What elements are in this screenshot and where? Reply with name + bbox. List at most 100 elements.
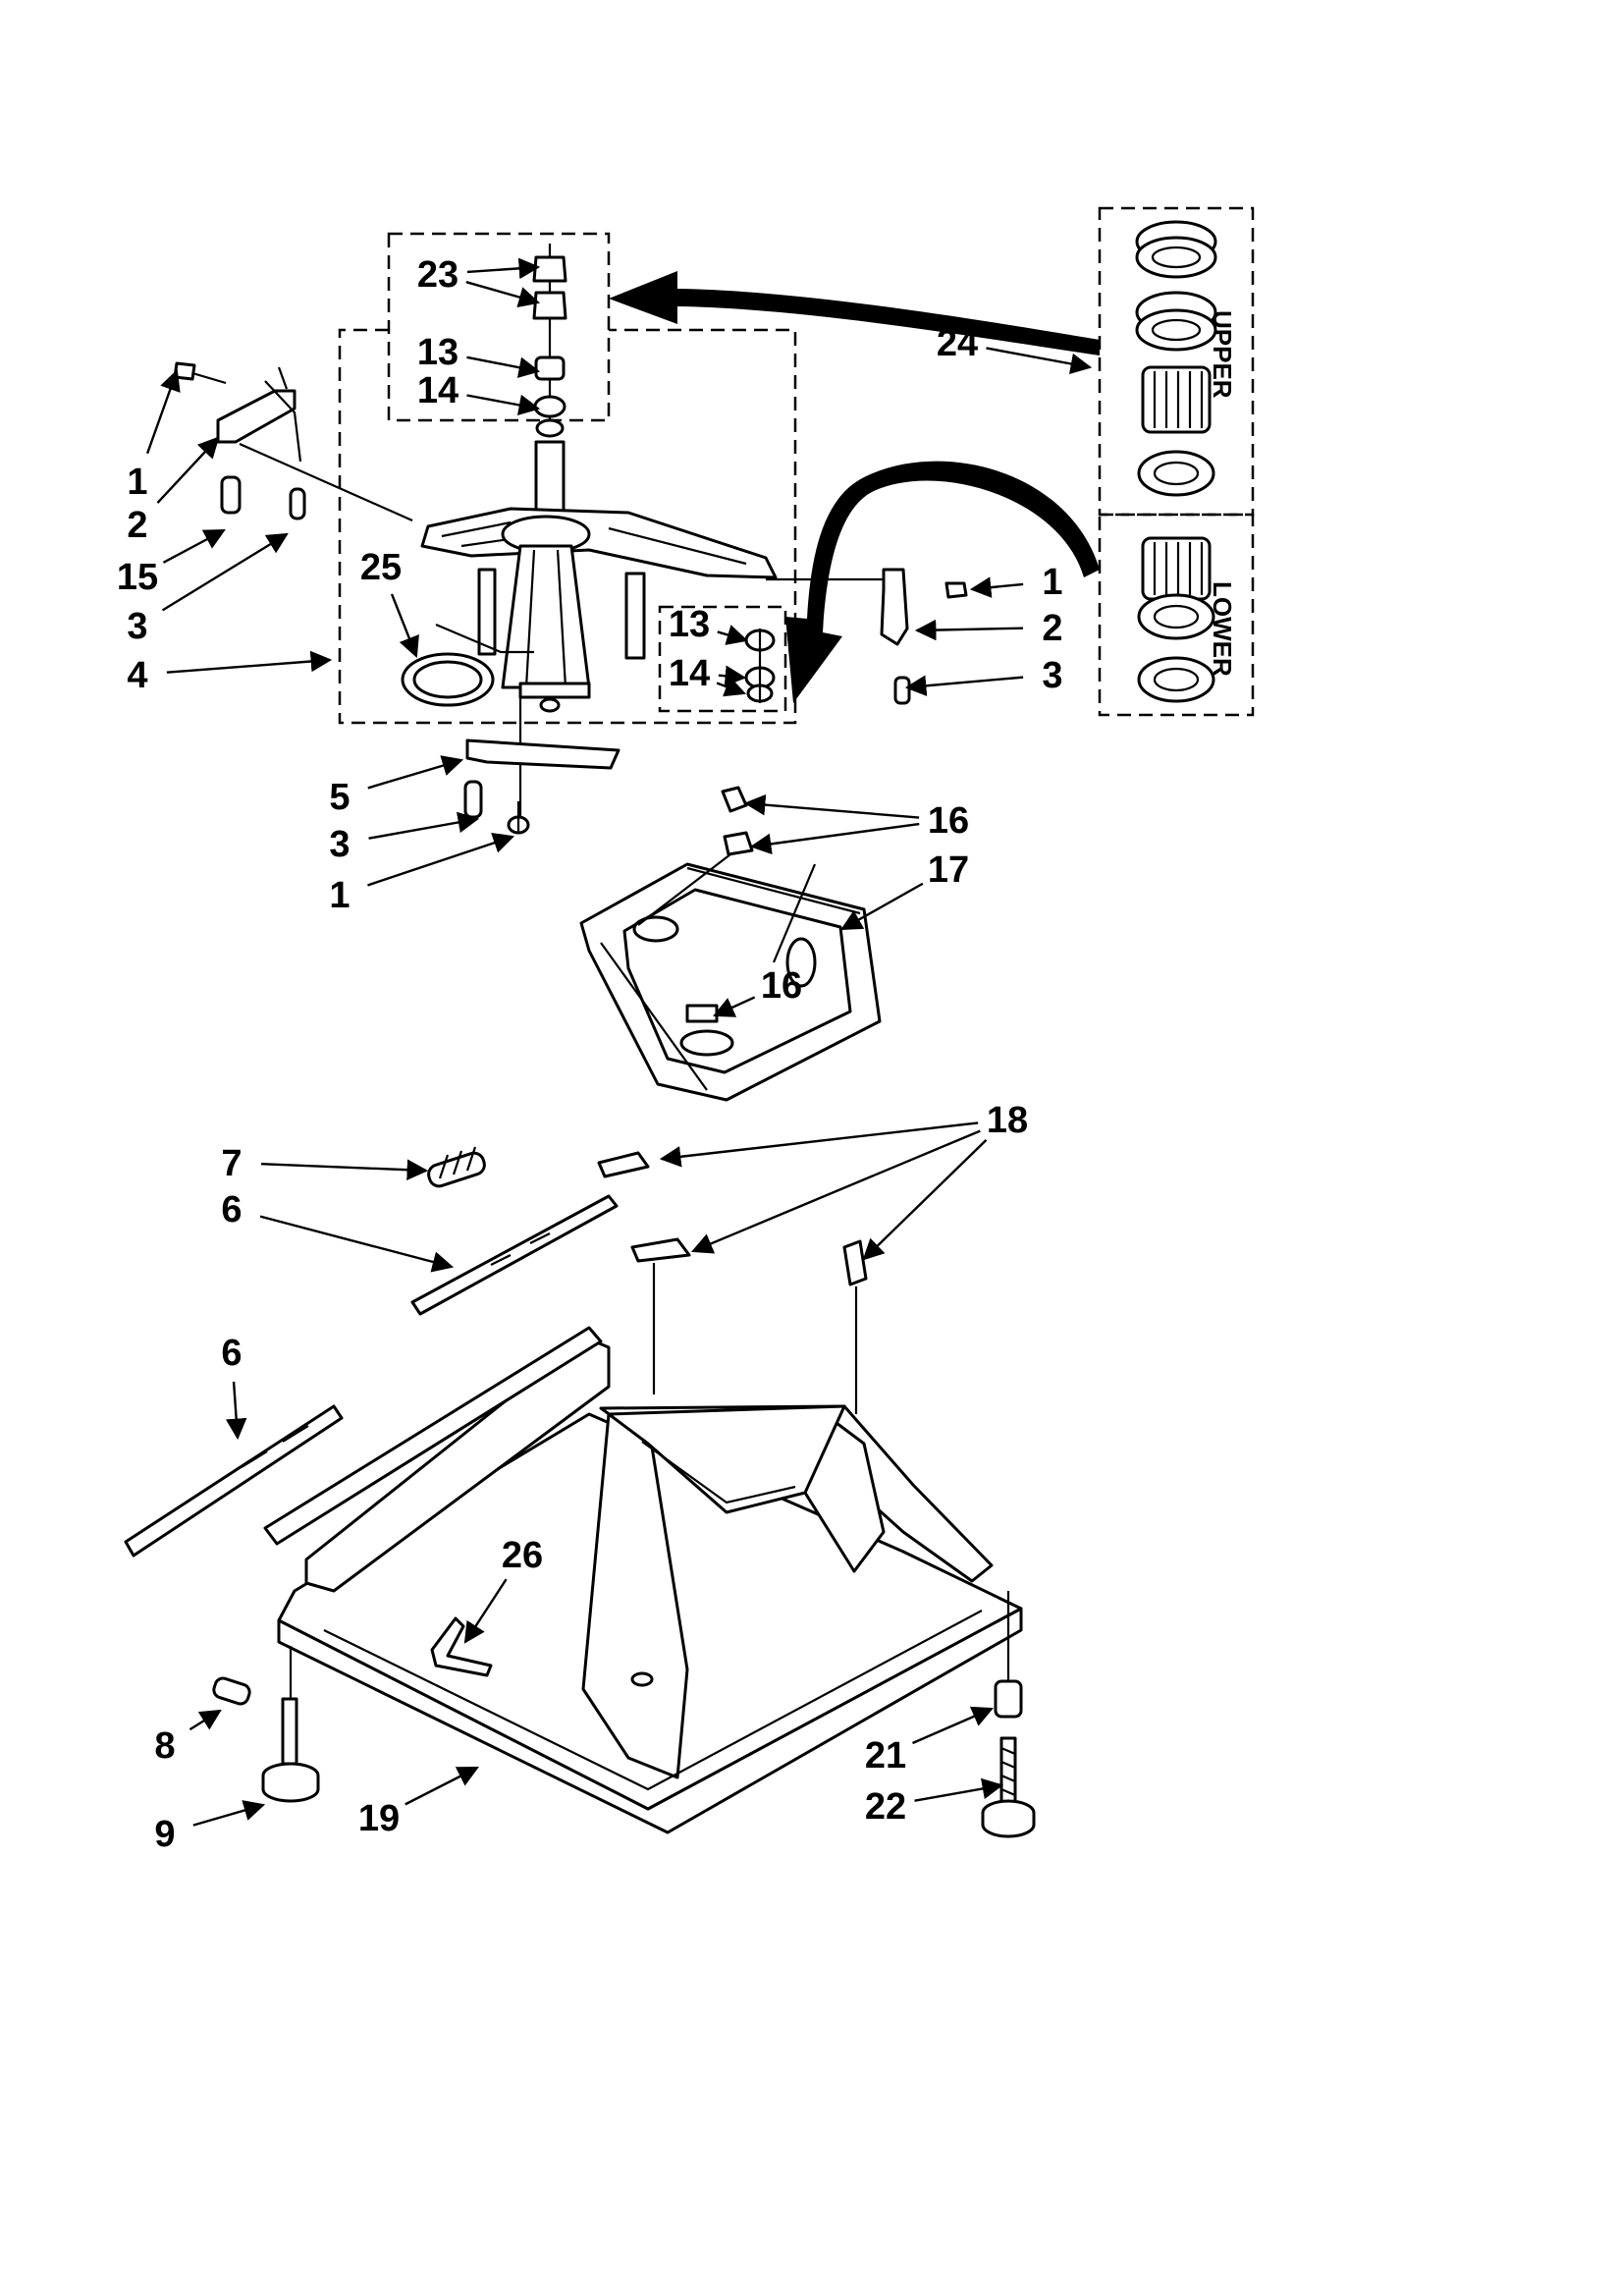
callout-number: 22 — [865, 1786, 906, 1828]
leader-arrow — [368, 811, 480, 840]
transmission-group-box — [338, 328, 797, 725]
callout-number: 14 — [669, 653, 710, 694]
lower-seal-kit — [1137, 536, 1215, 703]
callout-number: 7 — [221, 1143, 242, 1184]
leader-arrow — [260, 1159, 429, 1181]
base-frame-19 — [263, 1326, 1023, 1834]
callout-7: 7 — [221, 1143, 429, 1184]
leader-arrow — [192, 1800, 266, 1827]
callout-22: 22 — [865, 1777, 1004, 1828]
leader-arrow — [717, 625, 749, 645]
leader-arrow — [659, 1121, 979, 1168]
leader-arrow — [713, 996, 756, 1017]
callout-9: 9 — [154, 1800, 266, 1855]
group-boxes — [338, 206, 1255, 725]
callout-5: 5 — [329, 755, 464, 818]
callout-8: 8 — [154, 1709, 222, 1767]
leader-arrow — [367, 832, 515, 887]
hook-26 — [430, 1616, 493, 1677]
leader-arrow — [156, 436, 220, 504]
callout-number: 1 — [329, 875, 350, 916]
callout-2: 2 — [914, 608, 1063, 649]
callout-23: 23 — [417, 254, 541, 308]
leader-arrow — [466, 355, 541, 378]
callout-19: 19 — [358, 1766, 479, 1839]
callout-number: 16 — [761, 965, 802, 1007]
callout-number: 25 — [360, 547, 402, 588]
callout-number: 17 — [928, 849, 969, 891]
callout-25: 25 — [360, 547, 419, 659]
upper-kit-box — [1098, 206, 1255, 517]
callout-16: 16 — [743, 793, 969, 855]
leader-arrow — [189, 1709, 222, 1731]
callout-13: 13 — [417, 332, 541, 378]
leader-arrow — [259, 1215, 455, 1273]
callout-16: 16 — [713, 965, 802, 1017]
callout-number: 3 — [329, 824, 350, 865]
callout-number: 3 — [127, 606, 147, 647]
leader-arrow — [914, 1777, 1004, 1802]
callout-number: 1 — [1042, 562, 1062, 603]
callout-number: 14 — [417, 370, 458, 411]
right-foot — [981, 1591, 1036, 1838]
ring-25 — [401, 623, 534, 707]
rail-6-upper — [410, 1194, 619, 1316]
leader-arrow — [463, 1578, 508, 1644]
callout-6: 6 — [221, 1333, 247, 1441]
callout-number: 9 — [154, 1814, 175, 1855]
lower-label: LOWER — [1208, 581, 1237, 677]
lower-spring-hardware — [463, 738, 620, 835]
leader-arrow — [691, 1129, 981, 1254]
callout-6: 6 — [221, 1189, 455, 1273]
suspension-frame-17 — [579, 786, 882, 1102]
bearing-parts — [744, 629, 776, 703]
callout-2: 2 — [127, 436, 220, 546]
callout-number: 6 — [221, 1189, 242, 1230]
leader-arrow — [161, 532, 289, 612]
leader-arrow — [367, 755, 464, 790]
leader-arrow — [466, 257, 541, 280]
leader-arrow — [743, 793, 920, 819]
clips-18 — [597, 1151, 868, 1414]
callout-number: 1 — [127, 462, 147, 503]
callout-number: 26 — [502, 1535, 543, 1576]
leader-arrow — [166, 650, 333, 674]
drive-block — [420, 440, 778, 825]
leader-arrow — [225, 1381, 247, 1441]
callout-3: 3 — [904, 655, 1063, 697]
callout-number: 15 — [117, 557, 158, 598]
leader-arrow — [465, 281, 541, 308]
callout-number: 13 — [417, 332, 458, 373]
spring-7 — [427, 1146, 486, 1188]
leader-arrow — [912, 1706, 994, 1745]
seal-stack — [532, 244, 567, 438]
leader-arrow — [986, 347, 1093, 375]
leader-arrow — [716, 677, 747, 697]
callout-14: 14 — [669, 653, 747, 697]
callout-number: 19 — [358, 1798, 400, 1839]
callout-21: 21 — [865, 1706, 994, 1777]
callout-24: 24 — [937, 323, 1093, 375]
callout-layer: 2313142412153425131412353116171618766268… — [117, 254, 1093, 1855]
callout-number: 8 — [154, 1725, 175, 1767]
leader-arrow — [404, 1766, 479, 1806]
left-foot — [212, 1646, 320, 1803]
callout-3: 3 — [127, 532, 289, 647]
callout-number: 2 — [1042, 608, 1062, 649]
leader-arrow — [145, 368, 181, 455]
callout-number: 24 — [937, 323, 978, 364]
callout-number: 3 — [1042, 655, 1062, 696]
callout-17: 17 — [840, 849, 969, 931]
leader-arrow — [840, 882, 924, 931]
leader-arrow — [390, 593, 419, 659]
callout-1: 1 — [329, 832, 515, 916]
callout-1: 1 — [127, 368, 181, 503]
callout-18: 18 — [659, 1100, 1028, 1261]
callout-number: 18 — [987, 1100, 1028, 1141]
lower-kit-box — [1098, 513, 1255, 717]
upper-kit-arrow — [609, 271, 1100, 355]
callout-number: 2 — [127, 505, 147, 546]
callout-number: 4 — [127, 655, 147, 696]
leader-arrow — [904, 675, 1024, 697]
